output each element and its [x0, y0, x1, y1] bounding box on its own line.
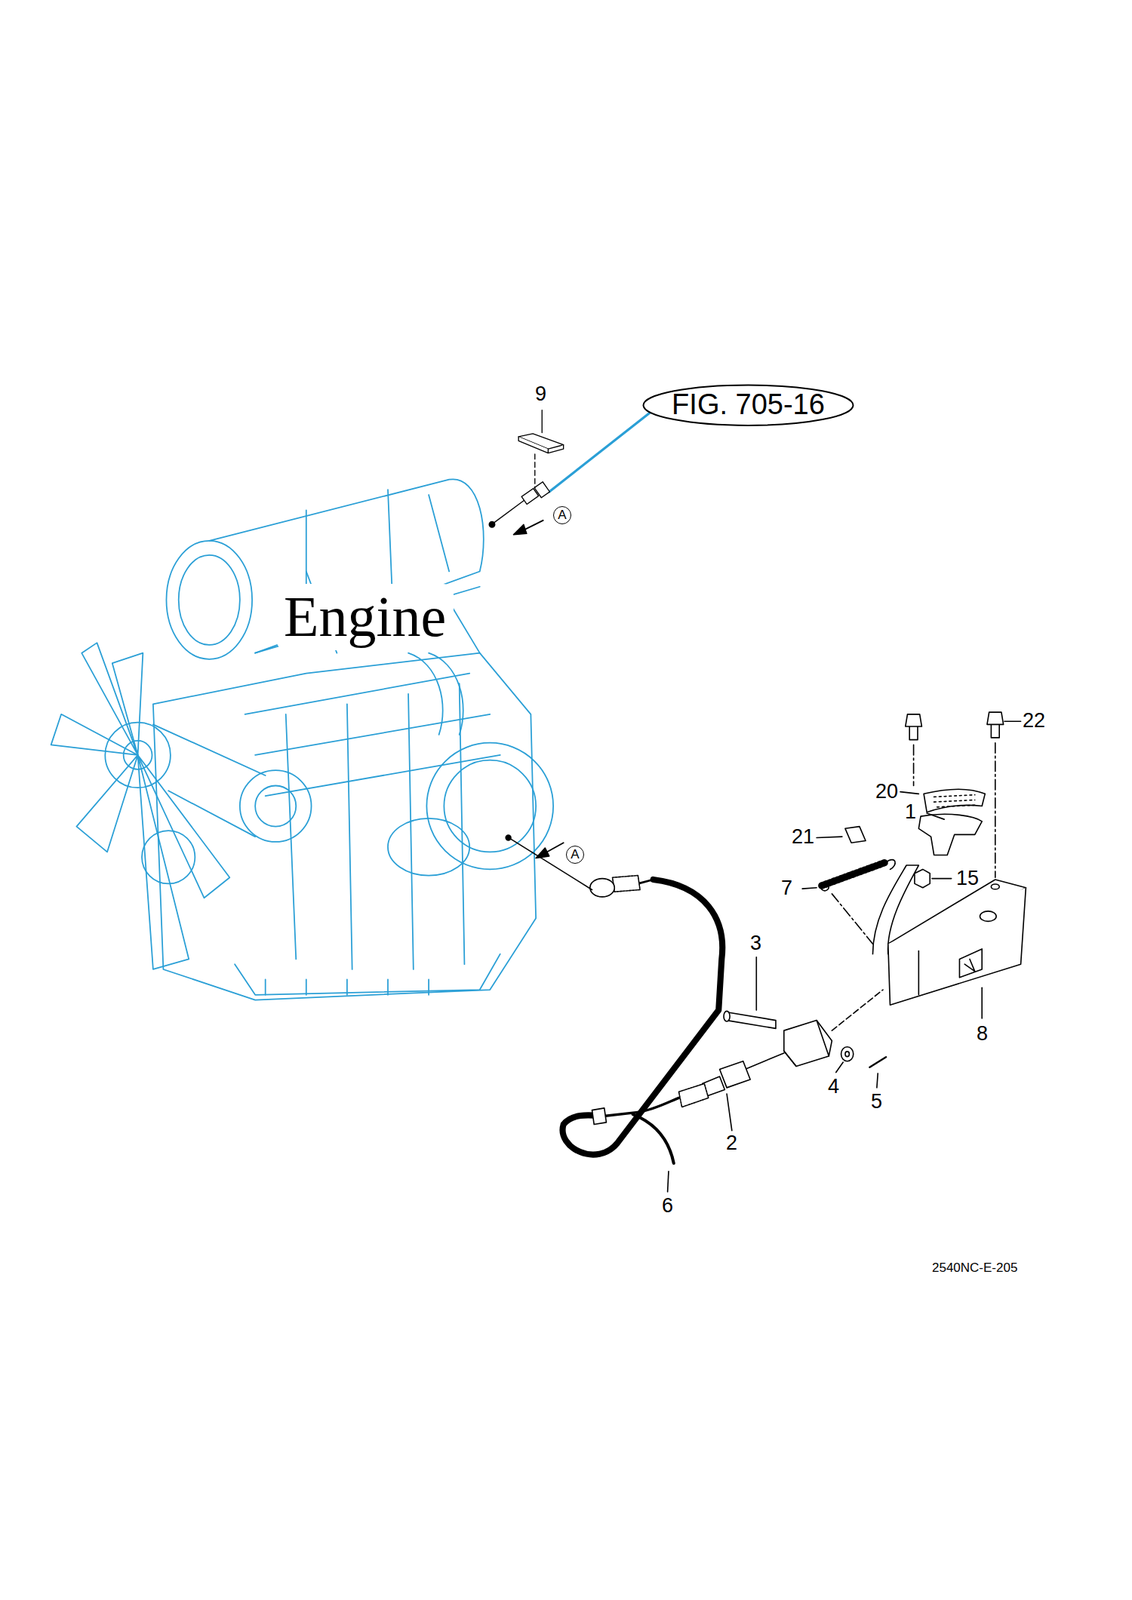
drawing-code: 2540NC-E-205 [932, 1261, 1018, 1277]
callout-number: 8 [976, 1023, 988, 1046]
callout-number: 5 [870, 1091, 883, 1114]
callout-number: 20 [875, 781, 899, 804]
throttle-cable-top [489, 406, 659, 527]
engine-drawing [51, 479, 554, 1000]
node-text: A [557, 508, 566, 523]
callout-number: 7 [781, 877, 793, 901]
callout-number: 9 [535, 383, 547, 407]
callout-number: 2 [725, 1132, 738, 1156]
node-text: FIG. 705-16 [671, 389, 825, 422]
figure-reference-oval: FIG. 705-16 [642, 384, 855, 427]
callout-number: 4 [827, 1076, 840, 1099]
engine-label: Engine [276, 584, 454, 651]
callout-number: 15 [956, 867, 979, 891]
view-marker-circle: A [553, 506, 572, 525]
callout-number: 6 [661, 1195, 674, 1219]
callout-number: 1 [904, 801, 917, 825]
callout-number: 22 [1022, 710, 1046, 733]
callout-number: 3 [750, 932, 762, 956]
callout-number: 21 [791, 826, 815, 849]
node-text: A [570, 848, 579, 863]
pedal-assembly [505, 712, 1026, 1193]
view-marker-circle: A [566, 845, 585, 865]
